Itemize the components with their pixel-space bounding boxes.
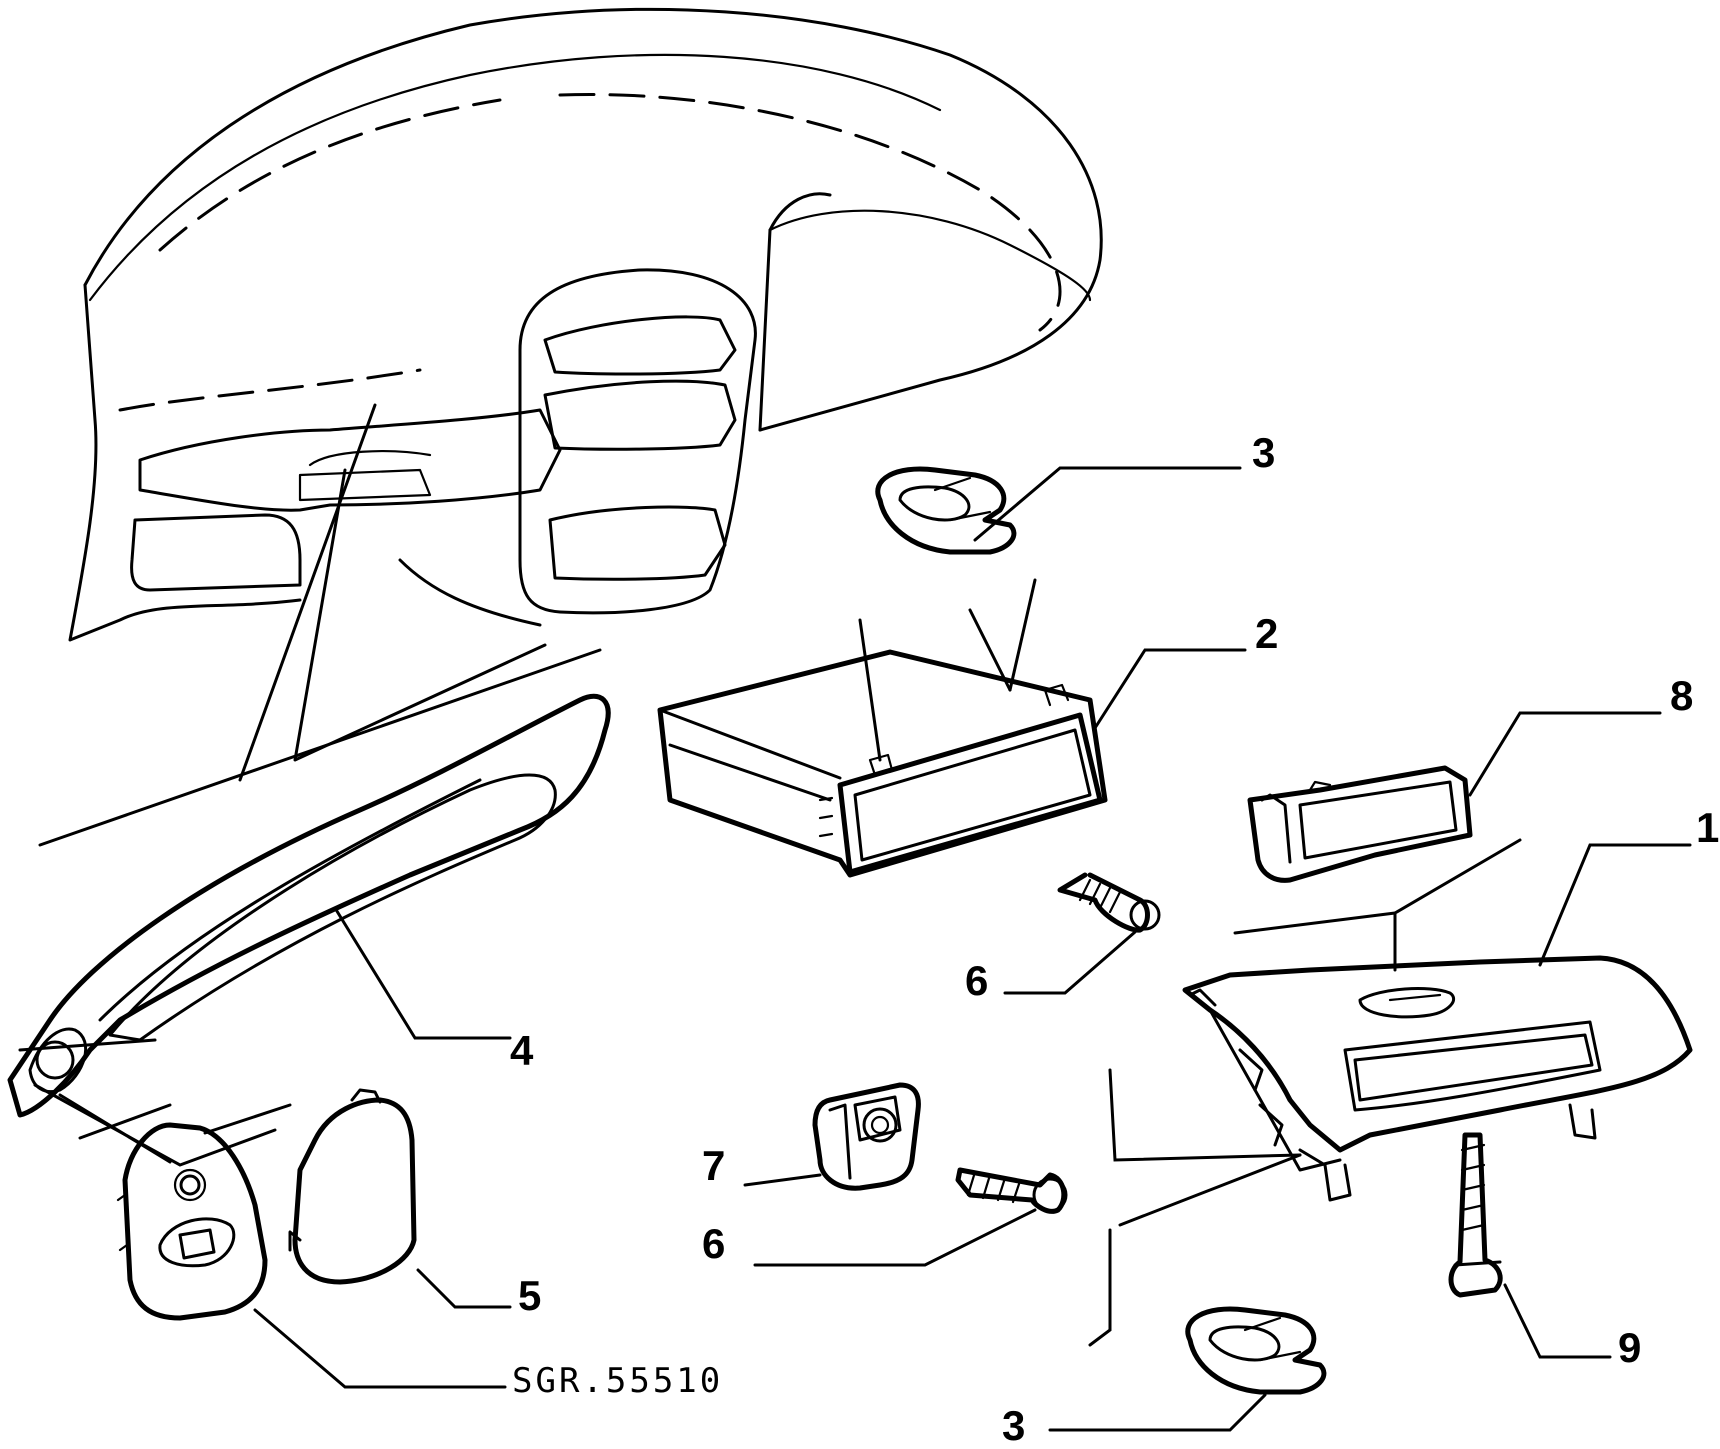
part-1-console-housing — [1182, 838, 1693, 1202]
label-part-6-upper: 6 — [965, 957, 988, 1004]
label-part-5: 5 — [518, 1272, 541, 1319]
leader-lines — [33, 466, 1692, 1432]
label-part-3-bottom: 3 — [1002, 1402, 1025, 1444]
part-7-clip-nut — [812, 1082, 921, 1191]
part-labels: 3 2 8 1 6 4 7 6 5 9 3 SGR.55510 — [510, 429, 1719, 1449]
label-part-7: 7 — [702, 1142, 725, 1189]
label-part-3-top: 3 — [1252, 429, 1275, 476]
label-part-2: 2 — [1255, 610, 1278, 657]
switch-assembly — [116, 1122, 268, 1321]
part-6-lower-screw — [955, 1167, 1068, 1214]
label-part-4: 4 — [510, 1027, 534, 1074]
part-5-cover — [288, 1088, 417, 1285]
part-6-upper-screw — [1057, 872, 1161, 933]
dashboard-drawing — [18, 7, 1103, 1140]
label-part-8: 8 — [1670, 672, 1693, 719]
label-part-6-lower: 6 — [702, 1220, 725, 1267]
part-4-trim-panel — [7, 693, 611, 1118]
part-8-bracket — [1247, 765, 1473, 883]
label-part-9: 9 — [1618, 1324, 1641, 1371]
label-part-1: 1 — [1696, 804, 1719, 851]
part-3-bottom-clip — [1185, 1306, 1327, 1395]
reference-code: SGR.55510 — [512, 1361, 723, 1401]
part-2-radio-cage — [657, 578, 1108, 878]
part-9-bolt — [1448, 1132, 1503, 1298]
part-3-top-clip — [875, 466, 1017, 555]
